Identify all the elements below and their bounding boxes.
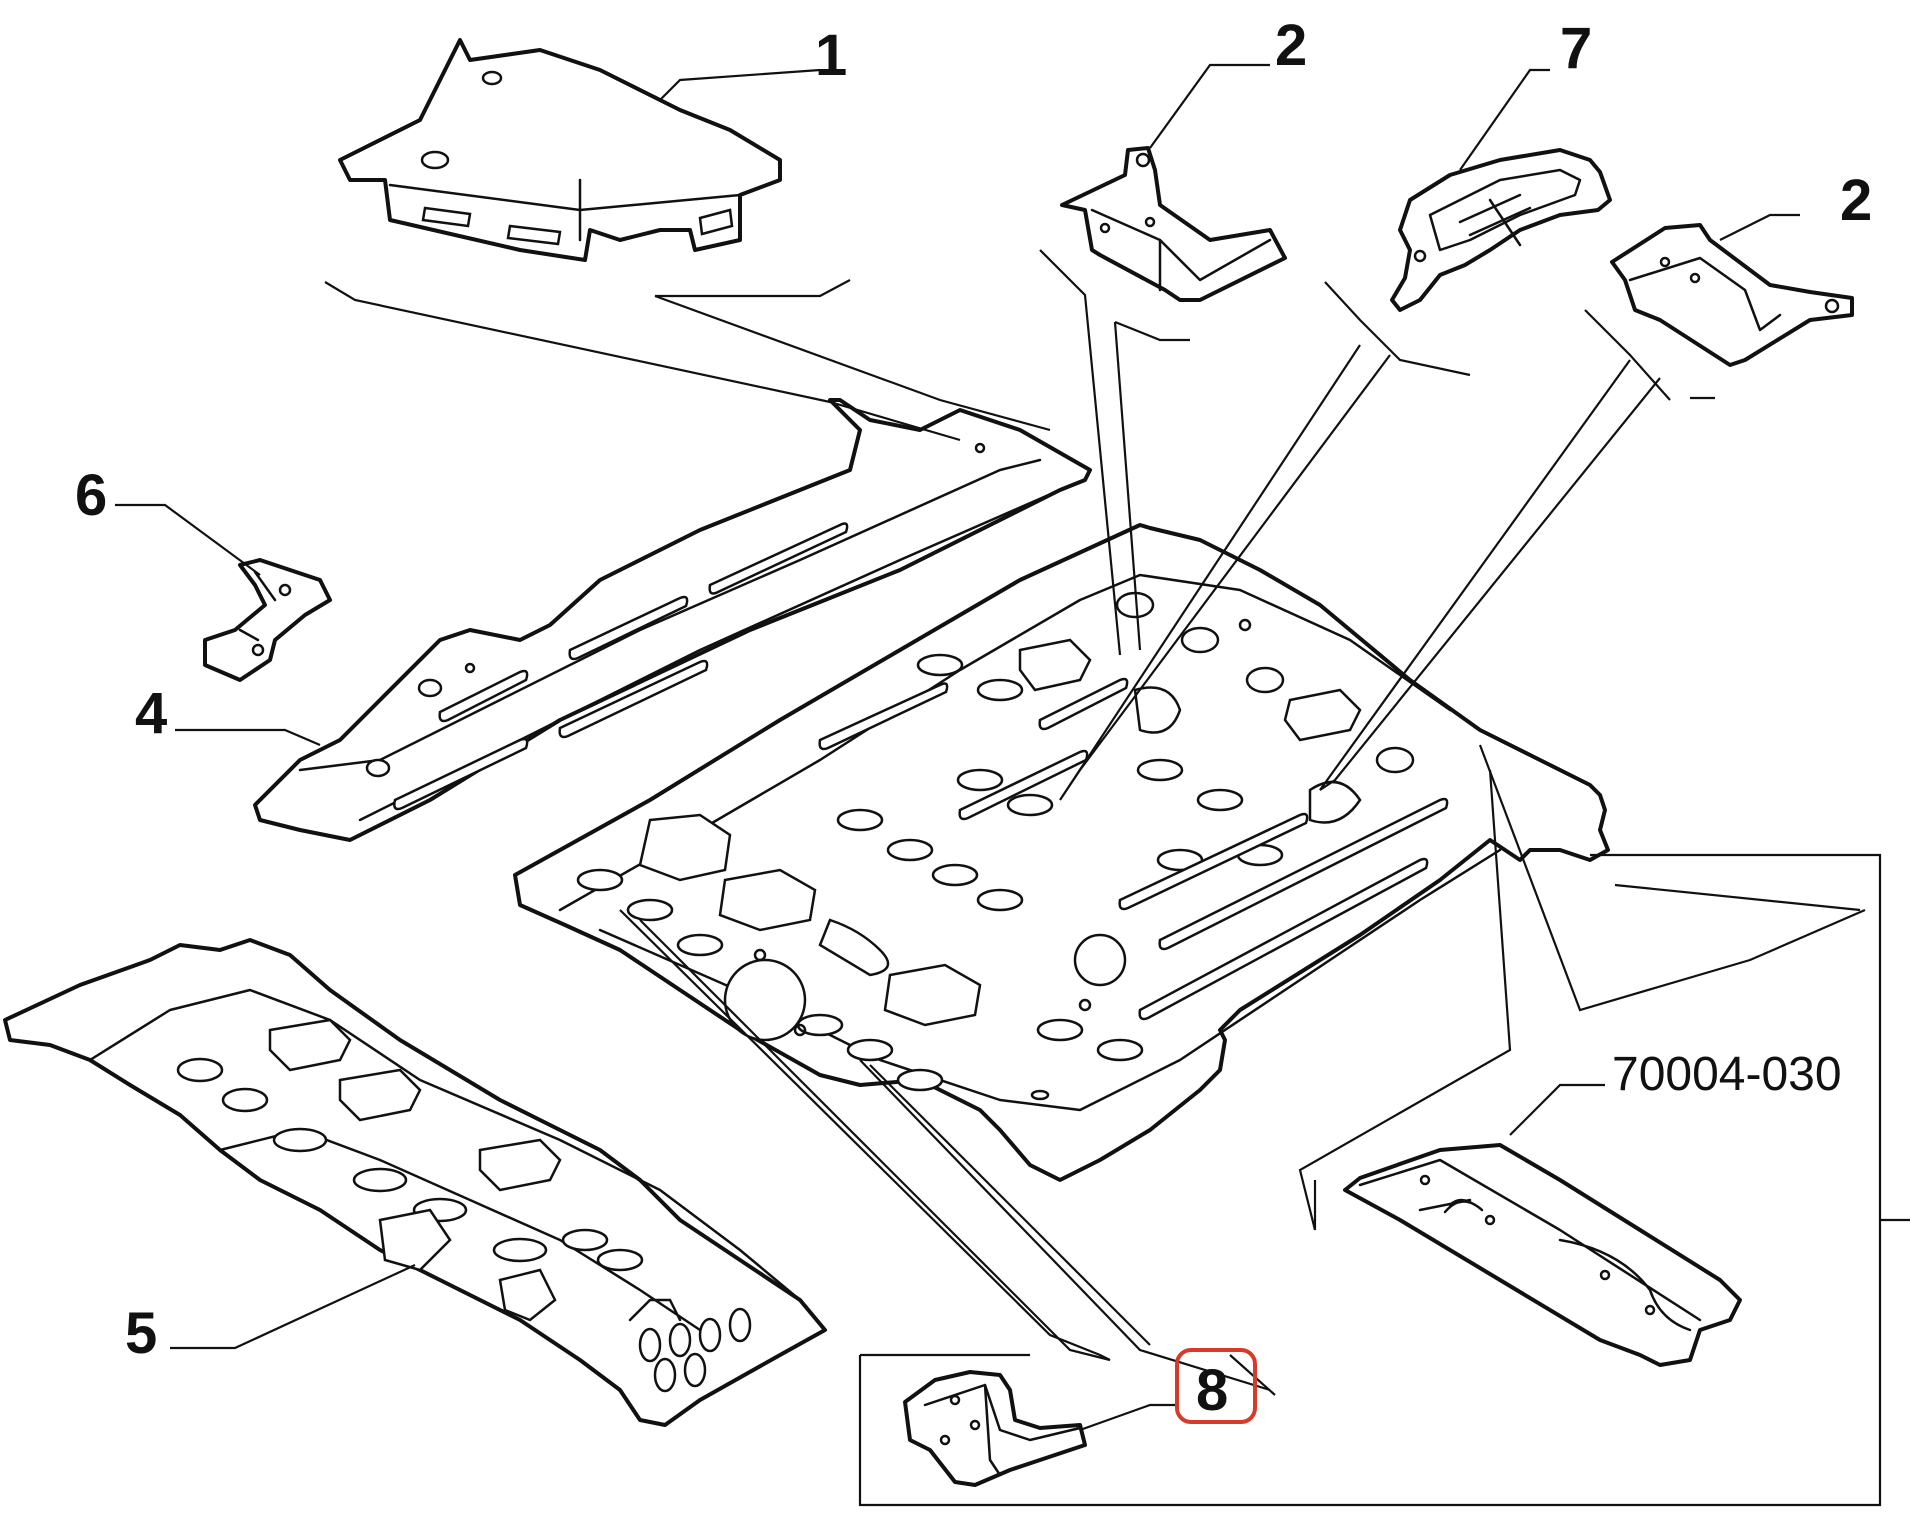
part-1-rear-upper-panel[interactable] — [338, 38, 782, 262]
part-2-bracket-right[interactable] — [1610, 223, 1854, 367]
part-70004-030-rail[interactable] — [1343, 1143, 1742, 1367]
part-4-side-member[interactable] — [253, 398, 1092, 842]
callout-1[interactable]: 1 — [815, 23, 847, 88]
part-5-floor-panel[interactable] — [3, 938, 827, 1427]
callout-2-left[interactable]: 2 — [1275, 13, 1307, 78]
callout-7[interactable]: 7 — [1560, 16, 1592, 81]
callout-6[interactable]: 6 — [75, 463, 107, 528]
callout-70004-030[interactable]: 70004-030 — [1612, 1048, 1842, 1101]
central-floor-panel[interactable] — [513, 523, 1610, 1182]
part-8-bracket[interactable] — [903, 1370, 1087, 1487]
callout-labels: 1 2 7 2 6 4 5 70004-030 8 — [75, 13, 1872, 1424]
part-2-bracket-left[interactable] — [1060, 146, 1287, 302]
part-6-small-bracket[interactable] — [203, 558, 332, 682]
callout-2-right[interactable]: 2 — [1840, 168, 1872, 233]
leader-lines — [115, 63, 1910, 1507]
callout-8-highlight — [1175, 1348, 1257, 1424]
callout-4[interactable]: 4 — [135, 681, 167, 746]
callout-8[interactable]: 8 — [1196, 1358, 1228, 1423]
callout-5[interactable]: 5 — [125, 1301, 157, 1366]
part-7-reinforcement[interactable] — [1390, 148, 1612, 312]
